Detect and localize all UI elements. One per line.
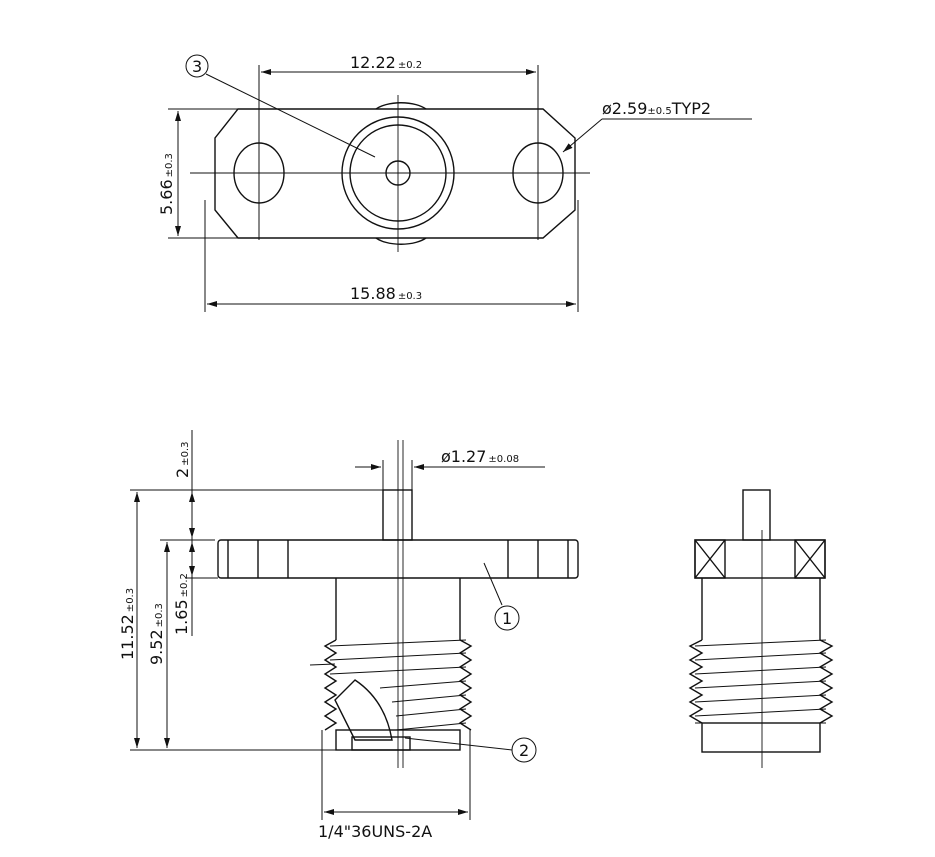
dim-body-tol: ±0.3 [154, 603, 165, 627]
svg-text:5.66±0.3: 5.66 ±0.3 [157, 153, 176, 215]
thread-right [458, 639, 473, 731]
bottom-bump [375, 237, 427, 245]
dim-hole-value: ø2.59 [602, 99, 647, 118]
dim-pin-length-value: 2 [173, 468, 192, 478]
dim-width-tol: ±0.3 [398, 291, 422, 302]
svg-text:9.52±0.3: 9.52 ±0.3 [147, 603, 166, 665]
dim-flange-tol: ±0.2 [179, 573, 190, 597]
dim-width-value: 15.88 [350, 284, 396, 303]
svg-text:11.52±0.3: 11.52 ±0.3 [118, 588, 137, 660]
callout-2: 2 [519, 741, 529, 760]
insulator-section [334, 679, 393, 741]
svg-text:1.65±0.2: 1.65 ±0.2 [172, 573, 191, 635]
dim-total-value: 11.52 [118, 614, 137, 660]
pin [382, 489, 413, 541]
dim-flange-value: 1.65 [172, 599, 191, 635]
thread-spec: 1/4"36UNS-2A [318, 822, 432, 841]
top-bump [375, 102, 427, 110]
svg-text:2±0.3: 2 ±0.3 [173, 442, 192, 478]
dim-hole-tol: ±0.5 [647, 106, 671, 117]
front-view: ø1.27±0.08 2 ±0.3 11.52 ±0.3 9.52 ±0.3 1.65… [118, 430, 579, 841]
dim-pin-length-tol: ±0.3 [180, 442, 191, 466]
side-view [688, 489, 834, 768]
svg-text:ø1.27±0.08: ø1.27±0.08 [441, 447, 519, 466]
callout-3: 3 [192, 57, 202, 76]
svg-text:ø2.59±0.5TYP2: ø2.59±0.5TYP2 [602, 99, 711, 118]
dim-pin-dia-value: ø1.27 [441, 447, 486, 466]
dim-height-value: 5.66 [157, 179, 176, 215]
dim-total-tol: ±0.3 [125, 588, 136, 612]
top-view: 12.22±0.2 5.66±0.3 15.88±0.3 ø2.59±0.5TY… [157, 53, 752, 312]
dim-height-tol: ±0.3 [164, 153, 175, 177]
svg-text:12.22±0.2: 12.22±0.2 [350, 53, 422, 72]
dim-hole-spacing-tol: ±0.2 [398, 60, 422, 71]
dim-body-value: 9.52 [147, 629, 166, 665]
dim-pin-dia-tol: ±0.08 [488, 454, 519, 465]
dim-hole-suffix: TYP2 [671, 99, 711, 118]
thread-left [323, 639, 338, 731]
flange-outline [214, 108, 576, 239]
dim-hole-spacing-value: 12.22 [350, 53, 396, 72]
svg-text:15.88±0.3: 15.88±0.3 [350, 284, 422, 303]
callout-1: 1 [502, 609, 512, 628]
contact-2 [351, 736, 411, 751]
